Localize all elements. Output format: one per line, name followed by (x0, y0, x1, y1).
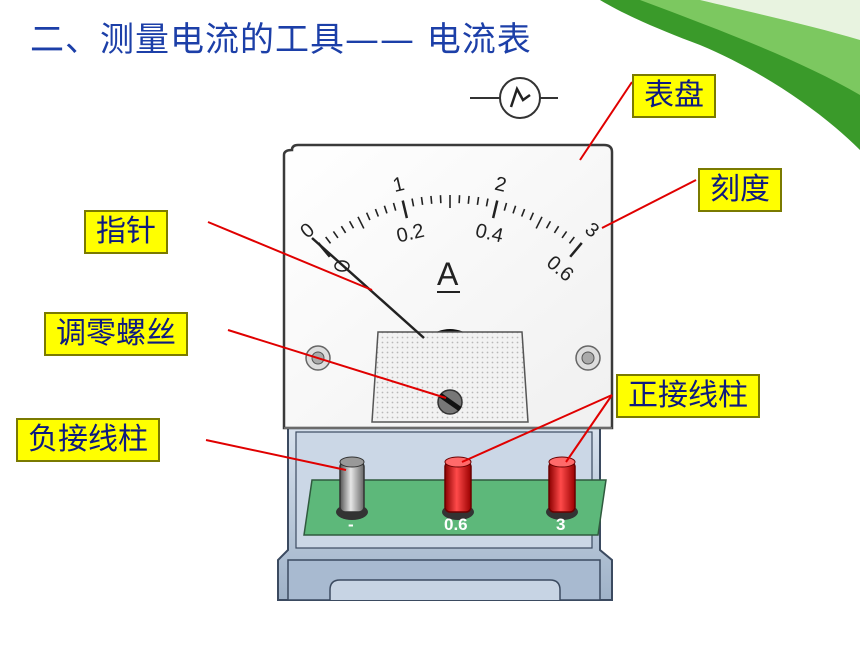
scale-tick (529, 212, 535, 221)
terminal-positive-3 (546, 456, 578, 520)
scale-tick (340, 225, 347, 234)
scale-tick (348, 220, 355, 229)
scale-tick (332, 230, 339, 239)
terminal-negative (336, 456, 368, 520)
scale-tick (485, 198, 489, 207)
scale-tick (420, 196, 424, 206)
scale-label-upper: 1 (391, 173, 407, 197)
scale-tick (401, 200, 409, 219)
label-zero-adjust: 调零螺丝 (44, 312, 188, 356)
scale-tick (430, 195, 433, 204)
pointer-zero-mark (334, 260, 350, 272)
label-negative-terminal: 负接线柱 (16, 418, 160, 462)
label-pointer: 指针 (84, 210, 168, 254)
scale-tick (392, 202, 397, 211)
zero-adjust-plate (371, 329, 529, 423)
scale-tick (325, 236, 332, 244)
terminal-label-negative: - (348, 515, 354, 534)
unit-symbol: A (437, 256, 459, 292)
rivet-right (575, 345, 601, 371)
scale-tick (383, 205, 388, 214)
scale-label-upper: 2 (493, 173, 509, 197)
terminal-positive-0-6 (442, 456, 474, 520)
leader-lines (205, 81, 697, 471)
zero-adjust-screw (437, 389, 463, 415)
label-dial: 表盘 (632, 74, 716, 118)
page-title: 二、测量电流的工具—— 电流表 (30, 20, 532, 60)
scale-tick (545, 220, 552, 229)
scale-tick (568, 236, 575, 244)
scale-tick (535, 216, 543, 229)
label-positive-terminal: 正接线柱 (616, 374, 760, 418)
scale-tick (569, 242, 583, 258)
scale-tick (467, 195, 470, 204)
scale-tick (553, 225, 560, 234)
ammeter-symbol-icon (470, 77, 558, 119)
scale-tick (491, 200, 499, 219)
scale-tick (374, 208, 380, 217)
scale-tick (476, 196, 480, 206)
meter-face (282, 143, 614, 430)
label-scale: 刻度 (698, 168, 782, 212)
scale-tick (365, 212, 371, 221)
scale-tick (503, 202, 508, 211)
terminal-label-3: 3 (556, 515, 565, 534)
scale-tick (561, 230, 568, 239)
scale-tick (411, 198, 415, 207)
scale-tick (512, 205, 517, 214)
scale-tick (357, 216, 365, 229)
scale-tick (520, 208, 526, 217)
terminal-label-0-6: 0.6 (444, 515, 468, 534)
